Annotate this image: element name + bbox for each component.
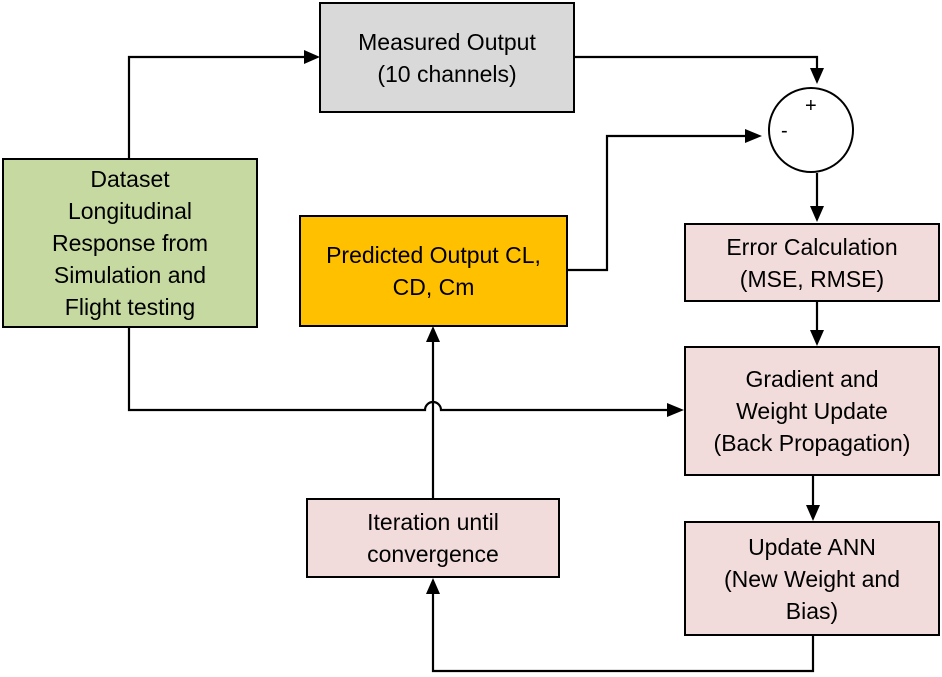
- arrowhead-sum-minus: [745, 129, 762, 143]
- iteration-box: Iteration until convergence: [306, 498, 560, 578]
- arrowhead-error-calculation: [810, 206, 824, 222]
- minus-sign: -: [781, 120, 788, 142]
- connector-dataset-to-measured: [127, 55, 306, 158]
- connector-predicted-to-sum: [567, 134, 746, 272]
- measured-output-box: Measured Output (10 channels): [319, 2, 575, 113]
- arrowhead-update-ann: [806, 505, 820, 521]
- plus-sign: +: [805, 95, 817, 117]
- connector-update-ann-to-iteration: [431, 594, 815, 673]
- summing-junction: [768, 87, 854, 173]
- arrowhead-measured-output: [304, 50, 320, 64]
- arrowhead-predicted-output: [426, 326, 440, 342]
- arrowhead-gradient-update: [810, 330, 824, 346]
- dataset-box: Dataset Longitudinal Response from Simul…: [2, 158, 258, 328]
- arrowhead-gradient-from-dataset: [667, 403, 684, 417]
- update-ann-box: Update ANN (New Weight and Bias): [684, 521, 940, 636]
- predicted-output-box: Predicted Output CL, CD, Cm: [299, 215, 568, 327]
- error-calculation-box: Error Calculation (MSE, RMSE): [684, 223, 940, 302]
- arrowhead-iteration: [426, 578, 440, 594]
- arrowhead-sum-plus: [810, 68, 824, 84]
- gradient-update-box: Gradient and Weight Update (Back Propaga…: [684, 346, 940, 476]
- connector-measured-to-sum: [574, 55, 819, 70]
- connector-dataset-to-gradient: [127, 328, 668, 412]
